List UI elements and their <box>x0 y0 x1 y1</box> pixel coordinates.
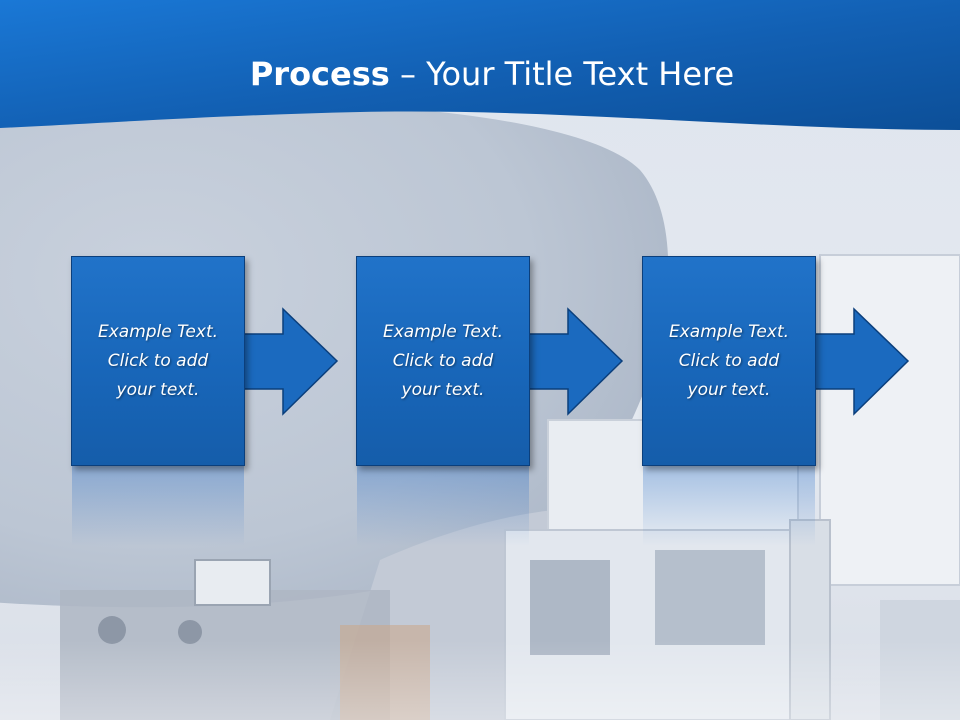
step-text-line-2: Click to add <box>392 350 494 371</box>
slide-title[interactable]: Process – Your Title Text Here <box>0 52 960 96</box>
step-text-line-1: Example Text. <box>382 321 504 342</box>
step-text-line-2: Click to add <box>678 350 780 371</box>
step-1-reflection <box>72 466 244 546</box>
step-box[interactable]: Example Text. Click to add your text. <box>71 256 245 466</box>
title-rest: – Your Title Text Here <box>389 55 735 93</box>
step-text-line-1: Example Text. <box>668 321 790 342</box>
step-box[interactable]: Example Text. Click to add your text. <box>356 256 530 466</box>
step-text-line-3: your text. <box>116 379 200 400</box>
arrow-right-icon <box>811 307 910 416</box>
step-3-reflection <box>643 466 815 546</box>
step-text-line-2: Click to add <box>107 350 209 371</box>
title-bold: Process <box>249 55 390 93</box>
step-text-line-1: Example Text. <box>97 321 219 342</box>
step-text-line-3: your text. <box>401 379 485 400</box>
step-box[interactable]: Example Text. Click to add your text. <box>642 256 816 466</box>
step-text[interactable]: Example Text. Click to add your text. <box>83 318 233 405</box>
process-step-1[interactable]: Example Text. Click to add your text. <box>71 256 341 466</box>
arrow-right-icon <box>240 307 339 416</box>
step-text[interactable]: Example Text. Click to add your text. <box>654 318 804 405</box>
process-step-2[interactable]: Example Text. Click to add your text. <box>356 256 626 466</box>
step-2-reflection <box>357 466 529 546</box>
arrow-right-icon <box>525 307 624 416</box>
step-text[interactable]: Example Text. Click to add your text. <box>368 318 518 405</box>
process-step-3[interactable]: Example Text. Click to add your text. <box>642 256 912 466</box>
step-text-line-3: your text. <box>687 379 771 400</box>
